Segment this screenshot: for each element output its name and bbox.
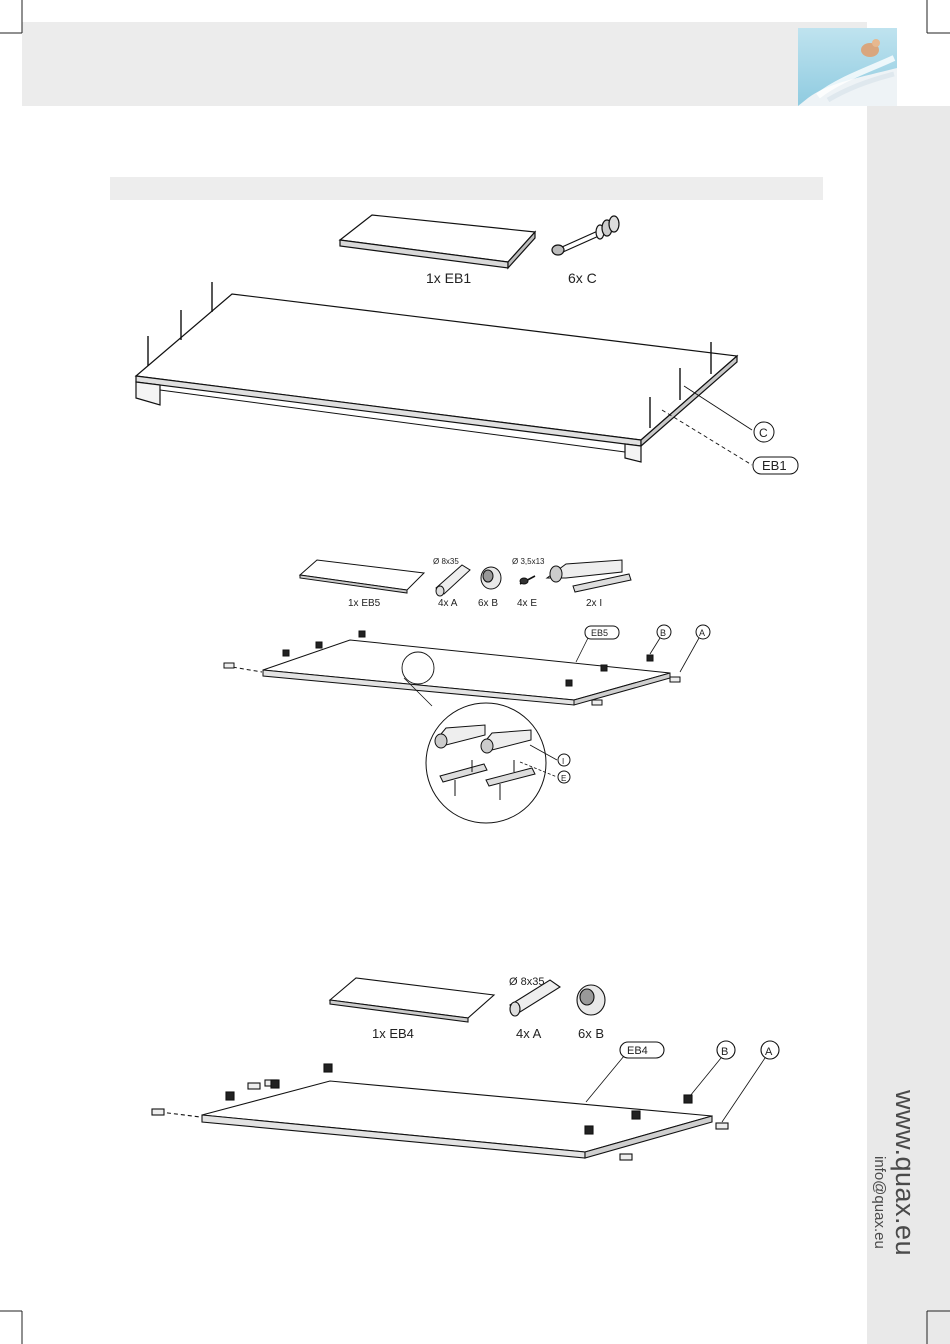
step2-callout-eb5: EB5: [591, 628, 608, 638]
step2-panel-label: 1x EB5: [348, 598, 381, 609]
step3-callout-eb4: EB4: [627, 1045, 648, 1057]
step2-illustration: 1x EB5 Ø 8x35 4x A 6x B Ø 3,5x13 4x E 2x…: [0, 540, 950, 840]
step2-callout-i: I: [562, 757, 564, 766]
step2-cam-label: 6x B: [478, 598, 498, 609]
step1-part-label: 1x EB1: [426, 270, 471, 286]
step1-illustration: 1x EB1 6x C C EB1: [0, 0, 950, 500]
step2-dowel-icon: [436, 565, 470, 596]
step2-screw-label: 4x E: [517, 598, 537, 609]
step2-cam-icon: [481, 567, 501, 589]
step2-dowel-dim: Ø 8x35: [433, 557, 459, 566]
step3-dowel-label: 4x A: [516, 1026, 542, 1041]
step1-callout-eb1: EB1: [762, 458, 787, 473]
step2-screw-e-icon: [520, 576, 535, 584]
website-link[interactable]: www.quax.eu: [889, 1090, 920, 1256]
step3-callout-a: A: [765, 1046, 773, 1058]
step2-hinge-label: 2x I: [586, 598, 602, 609]
step2-callout-b: B: [660, 628, 666, 638]
step2-screw-dim: Ø 3,5x13: [512, 557, 545, 566]
step2-dowel-label: 4x A: [438, 598, 458, 609]
step1-callout-c: C: [759, 426, 768, 440]
step3-callout-b: B: [721, 1046, 728, 1058]
step1-screw-label: 6x C: [568, 270, 597, 286]
email-link[interactable]: info@quax.eu: [871, 1156, 888, 1249]
step3-dowel-dim: Ø 8x35: [509, 976, 544, 988]
step3-cam-icon: [577, 985, 605, 1015]
step2-hinge-icon: [547, 560, 631, 592]
step3-illustration: 1x EB4 Ø 8x35 4x A 6x B EB4 B A: [0, 960, 950, 1180]
step3-panel-label: 1x EB4: [372, 1026, 414, 1041]
step1-screw-c-icon: [552, 216, 619, 255]
step3-cam-label: 6x B: [578, 1026, 604, 1041]
step2-callout-e: E: [561, 774, 566, 783]
step2-callout-a: A: [699, 628, 705, 638]
